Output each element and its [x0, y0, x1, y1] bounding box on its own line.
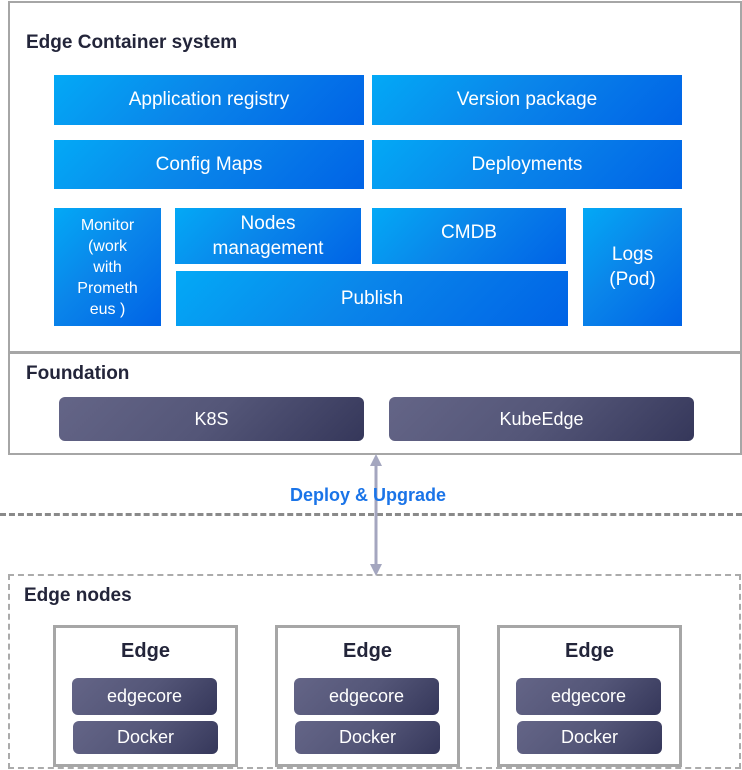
edge-node-title: Edge	[343, 640, 392, 662]
module-monitor: Monitor (work with Prometh eus )	[54, 208, 161, 326]
edge-node-title: Edge	[121, 640, 170, 662]
edge-node-title: Edge	[565, 640, 614, 662]
foundation-k8s: K8S	[59, 397, 364, 441]
module-logs: Logs (Pod)	[583, 208, 682, 326]
edgecore-component: edgecore	[294, 678, 439, 715]
arrow-head-up-icon	[370, 454, 382, 466]
module-logs-line: (Pod)	[609, 269, 656, 290]
edge-node-card: Edge edgecore Docker	[275, 625, 460, 767]
foundation-title: Foundation	[26, 363, 130, 384]
module-nodes-management: Nodes management	[175, 208, 361, 264]
module-nodes-management-line: management	[212, 238, 324, 259]
deploy-upgrade-arrow	[370, 454, 382, 576]
edge-container-system-title: Edge Container system	[26, 32, 238, 53]
edgecore-component: edgecore	[516, 678, 661, 715]
module-monitor-line: Prometh	[77, 279, 138, 297]
edge-nodes-panel	[8, 574, 741, 769]
module-monitor-line: Monitor	[80, 216, 135, 234]
docker-component: Docker	[295, 721, 440, 754]
arrow-head-down-icon	[370, 564, 382, 576]
edge-node-card: Edge edgecore Docker	[53, 625, 238, 767]
edge-nodes-title: Edge nodes	[24, 585, 132, 606]
module-monitor-line: (work	[87, 237, 128, 255]
module-cmdb: CMDB	[372, 208, 566, 264]
module-logs-line: Logs	[611, 244, 654, 265]
deployment-boundary-line	[0, 513, 742, 516]
module-monitor-line: with	[93, 258, 122, 276]
module-application-registry: Application registry	[54, 75, 364, 125]
docker-component: Docker	[73, 721, 218, 754]
module-version-package: Version package	[372, 75, 682, 125]
foundation-kubeedge: KubeEdge	[389, 397, 694, 441]
docker-component: Docker	[517, 721, 662, 754]
module-monitor-line: eus )	[89, 300, 126, 318]
edgecore-component: edgecore	[72, 678, 217, 715]
module-publish: Publish	[176, 271, 568, 326]
module-nodes-management-line: Nodes	[240, 213, 296, 234]
edge-node-card: Edge edgecore Docker	[497, 625, 682, 767]
module-deployments: Deployments	[372, 140, 682, 189]
module-config-maps: Config Maps	[54, 140, 364, 189]
deploy-upgrade-label: Deploy & Upgrade	[290, 485, 447, 505]
